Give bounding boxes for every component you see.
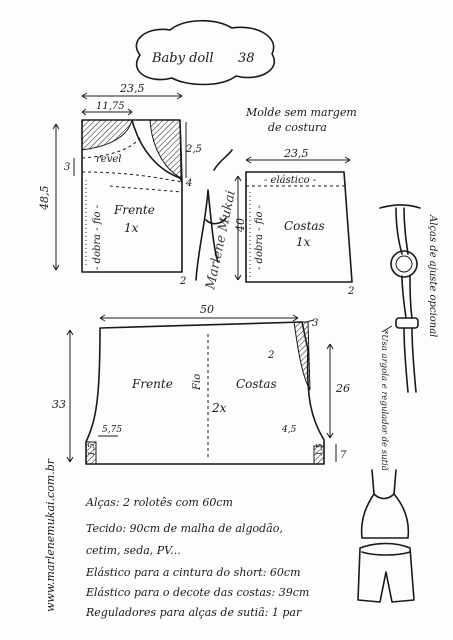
shorts-leg-left: 1,5 xyxy=(87,443,96,456)
waist-hatch xyxy=(293,321,311,391)
back-width-label: 23,5 xyxy=(283,147,309,160)
back-height-label: 40 xyxy=(234,218,247,233)
front-neck-drop: 3 xyxy=(64,162,70,173)
back-piece-label: Costas xyxy=(284,219,325,233)
material-line-5: Elástico para o decote das costas: 39cm xyxy=(85,586,309,599)
shorts-outline xyxy=(85,321,325,465)
seam-note-line2: de costura xyxy=(268,121,327,134)
material-line-1: Alças: 2 rolotês com 60cm xyxy=(85,496,233,509)
front-piece-count: 1x xyxy=(124,221,139,235)
title-bubble: Baby doll 38 xyxy=(135,19,275,86)
back-crotch-hatch xyxy=(313,445,325,465)
shorts-leg-right: 1,5 xyxy=(315,443,324,456)
back-piece-count: 1x xyxy=(296,235,311,249)
signature: Marlene Mukai xyxy=(195,149,239,292)
slider-icon xyxy=(395,317,419,329)
shorts-back-label: Costas xyxy=(236,377,277,391)
shorts-crotch-front: 5,75 xyxy=(102,425,122,435)
front-armhole-label: 4 xyxy=(185,178,192,189)
shorts-piece: 50 3 2 33 26 Frente Costas Fio 2x 5,75 4… xyxy=(52,303,350,465)
back-hem: 2 xyxy=(347,286,354,297)
material-line-2: Tecido: 90cm de malha de algodão, xyxy=(86,522,283,535)
shorts-waist-hem: 2 xyxy=(267,350,274,361)
shorts-width-label: 50 xyxy=(200,303,214,316)
back-elastic-label: - elástico - xyxy=(264,175,317,186)
front-fold-label: - dobra - fio - xyxy=(92,204,103,270)
website-text: www.marlenemukai.com.br xyxy=(44,458,57,612)
back-fold-label: - dobra - fio - xyxy=(254,204,265,270)
signature-text: Marlene Mukai xyxy=(203,189,239,292)
shorts-front-label: Frente xyxy=(131,377,173,391)
front-piece-label: Frente xyxy=(113,203,155,217)
shorts-count: 2x xyxy=(211,401,227,415)
front-crotch-hatch xyxy=(85,441,97,465)
garment-sketch xyxy=(357,469,415,603)
shorts-height-label: 33 xyxy=(52,398,66,411)
title-size: 38 xyxy=(238,51,255,66)
material-line-3: cetim, seda, PV... xyxy=(86,544,181,557)
seam-note-line1: Molde sem margem xyxy=(245,106,357,119)
front-outline xyxy=(81,119,183,273)
front-height-label: 48,5 xyxy=(38,186,51,212)
shorts-hem: 7 xyxy=(340,450,347,461)
back-top-piece: 23,5 - elástico - 40 - dobra - fio - Cos… xyxy=(234,147,354,297)
shorts-side-label: 26 xyxy=(335,382,350,395)
material-line-6: Reguladores para alças de sutiã: 1 par xyxy=(85,606,302,619)
front-armhole-hatch xyxy=(149,119,182,179)
front-neck-label: 11,75 xyxy=(96,101,125,112)
front-neck-hatch xyxy=(81,119,133,151)
strap-detail: *Usa argola e regulador de sutiã xyxy=(379,330,390,471)
front-hem: 2 xyxy=(179,276,186,287)
front-width-label: 23,5 xyxy=(119,82,145,95)
shorts-crotch-back: 4,5 xyxy=(281,425,297,435)
shorts-grain-label: Fio xyxy=(192,374,203,391)
back-outline xyxy=(245,171,353,283)
front-top-piece: 23,5 11,75 revel 3 2,5 4 48,5 - dobra - … xyxy=(38,82,202,287)
front-facing-label: revel xyxy=(96,154,121,165)
strap-illustration: Alças de ajuste opcional *Usa argola e r… xyxy=(379,204,438,471)
title-text: Baby doll xyxy=(151,51,214,66)
ring-icon xyxy=(390,250,418,278)
front-side-drop: 2,5 xyxy=(185,144,202,155)
material-line-4: Elástico para a cintura do short: 60cm xyxy=(85,566,301,579)
materials-list: Alças: 2 rolotês com 60cm Tecido: 90cm d… xyxy=(85,496,309,619)
strap-title: Alças de ajuste opcional xyxy=(427,214,438,337)
shorts-rise: 3 xyxy=(312,318,318,329)
